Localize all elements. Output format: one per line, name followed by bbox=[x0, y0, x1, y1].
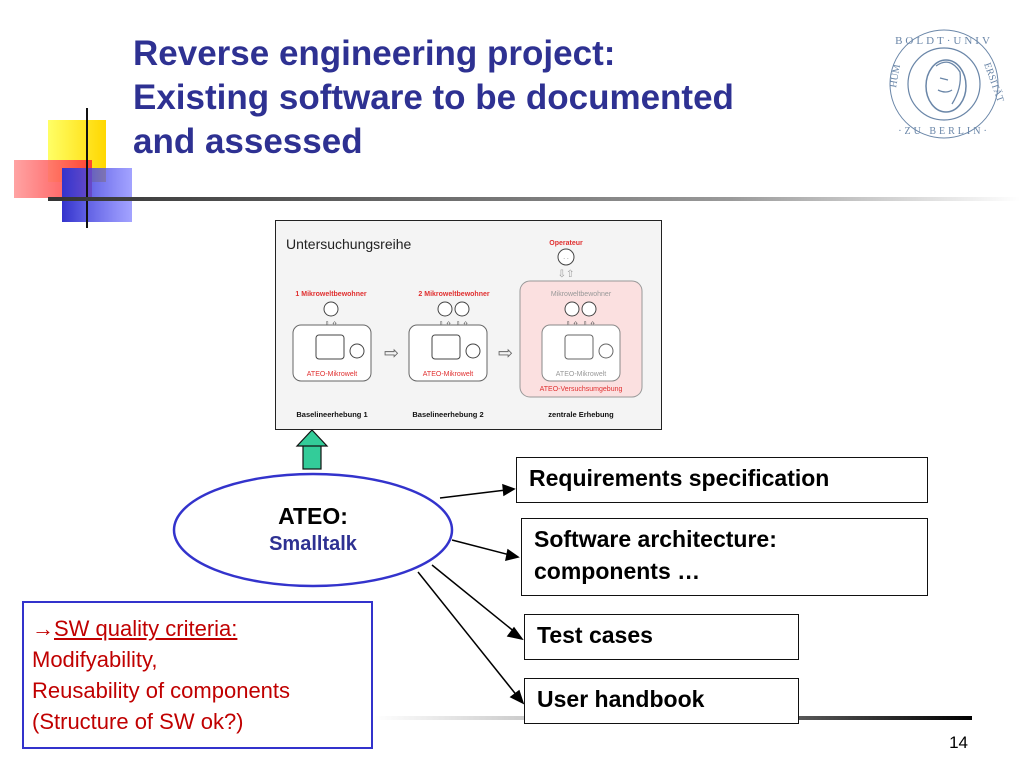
ateo-title: ATEO: bbox=[278, 503, 348, 529]
stage-arrow-icon: ⇨ bbox=[498, 343, 513, 363]
inhabitant-head-icon bbox=[581, 301, 597, 317]
svg-text:·ZU BERLIN·: ·ZU BERLIN· bbox=[898, 126, 990, 137]
title-line-2: Existing software to be documented bbox=[133, 78, 734, 117]
arrow-to-requirements bbox=[439, 489, 507, 499]
stage1-inhabitant-label: 1 Mikroweltbewohner bbox=[295, 291, 366, 298]
page-number: 14 bbox=[949, 733, 968, 752]
operator-head-icon bbox=[557, 248, 575, 266]
slide-title: Reverse engineering project: Existing so… bbox=[133, 32, 883, 164]
operator-label: Operateur bbox=[549, 240, 583, 247]
ateo-ellipse bbox=[172, 472, 454, 588]
quality-heading-line: →SW quality criteria: bbox=[32, 613, 363, 644]
quality-line-1: Modifyability, bbox=[32, 647, 158, 672]
study-series-figure: Untersuchungsreihe Operateur · · ⇩⇧ Mikr… bbox=[275, 220, 662, 430]
quality-line-3: (Structure of SW ok?) bbox=[32, 709, 244, 734]
study-series-diagram: Untersuchungsreihe Operateur · · ⇩⇧ Mikr… bbox=[286, 236, 643, 419]
title-line-3: and assessed bbox=[133, 122, 363, 161]
stage2-inhabitant-label: 2 Mikroweltbewohner bbox=[418, 291, 489, 298]
svg-text:BOLDT·UNIV: BOLDT·UNIV bbox=[895, 35, 993, 47]
quality-line-2: Reusability of components bbox=[32, 678, 291, 703]
architecture-line-2: components … bbox=[534, 558, 701, 584]
requirements-box: Requirements specification bbox=[516, 457, 928, 503]
caption-baseline-1: Baselineerhebung 1 bbox=[296, 410, 367, 419]
world3-label: ATEO-Mikrowelt bbox=[556, 371, 606, 378]
world1-label: ATEO-Mikrowelt bbox=[307, 371, 357, 378]
caption-central: zentrale Erhebung bbox=[548, 410, 614, 419]
test-cases-box: Test cases bbox=[524, 614, 799, 660]
svg-text:· ·: · · bbox=[563, 256, 569, 262]
architecture-box: Software architecture: components … bbox=[521, 518, 928, 596]
arrow-to-architecture bbox=[451, 539, 511, 556]
title-rule bbox=[48, 197, 1020, 201]
green-up-arrow bbox=[295, 429, 329, 470]
quality-criteria-box: →SW quality criteria: Modifyability, Reu… bbox=[22, 601, 373, 749]
arrow-right-icon: → bbox=[32, 616, 54, 641]
title-line-1: Reverse engineering project: bbox=[133, 34, 616, 73]
caption-baseline-2: Baselineerhebung 2 bbox=[412, 410, 483, 419]
corner-blue-block bbox=[62, 168, 132, 222]
stage-arrow-icon: ⇨ bbox=[384, 343, 399, 363]
svg-text:HUM: HUM bbox=[888, 64, 903, 89]
inhabitant-head-icon bbox=[437, 301, 453, 317]
user-handbook-box: User handbook bbox=[524, 678, 799, 724]
quality-heading: SW quality criteria: bbox=[54, 616, 238, 641]
ateo-subtitle: Smalltalk bbox=[269, 533, 357, 555]
university-seal-logo: BOLDT·UNIV ·ZU BERLIN· HUM ERSITÄT bbox=[888, 29, 1007, 139]
stage3-inhabitant-label: Mikroweltbewohner bbox=[551, 291, 612, 298]
inhabitant-head-icon bbox=[323, 301, 339, 317]
inhabitant-head-icon bbox=[454, 301, 470, 317]
environment-label: ATEO-Versuchsumgebung bbox=[540, 386, 623, 393]
svg-text:ERSITÄT: ERSITÄT bbox=[981, 61, 1006, 104]
inhabitant-head-icon bbox=[564, 301, 580, 317]
architecture-line-1: Software architecture: bbox=[534, 526, 777, 552]
svg-text:⇩⇧: ⇩⇧ bbox=[558, 269, 575, 280]
figure-title: Untersuchungsreihe bbox=[286, 236, 412, 252]
world2-label: ATEO-Mikrowelt bbox=[423, 371, 473, 378]
arrow-to-test-cases bbox=[431, 564, 517, 634]
ateo-center-label: ATEO: Smalltalk bbox=[178, 502, 448, 558]
arrow-to-user-handbook bbox=[417, 571, 519, 698]
